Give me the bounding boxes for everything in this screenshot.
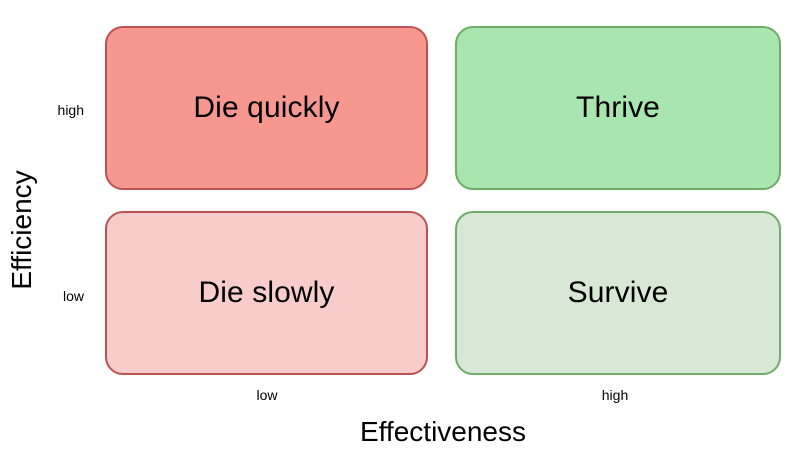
quadrant-die-quickly[interactable]: Die quickly bbox=[105, 26, 428, 190]
quadrant-survive[interactable]: Survive bbox=[455, 211, 781, 375]
quadrant-label-survive: Survive bbox=[567, 276, 669, 309]
x-axis-tick-high: high bbox=[601, 387, 629, 403]
x-axis-tick-low: low bbox=[256, 387, 278, 403]
y-axis-title: Efficiency bbox=[6, 170, 37, 290]
quadrant-die-slowly[interactable]: Die slowly bbox=[105, 211, 428, 375]
quadrant-label-die-quickly: Die quickly bbox=[193, 91, 340, 124]
x-axis-title: Effectiveness bbox=[359, 416, 527, 447]
quadrant-label-thrive: Thrive bbox=[576, 91, 660, 124]
quadrant-thrive[interactable]: Thrive bbox=[455, 26, 781, 190]
y-axis-tick-high: high bbox=[57, 102, 84, 118]
quadrant-label-die-slowly: Die slowly bbox=[198, 276, 335, 309]
y-axis-tick-low: low bbox=[62, 288, 84, 304]
